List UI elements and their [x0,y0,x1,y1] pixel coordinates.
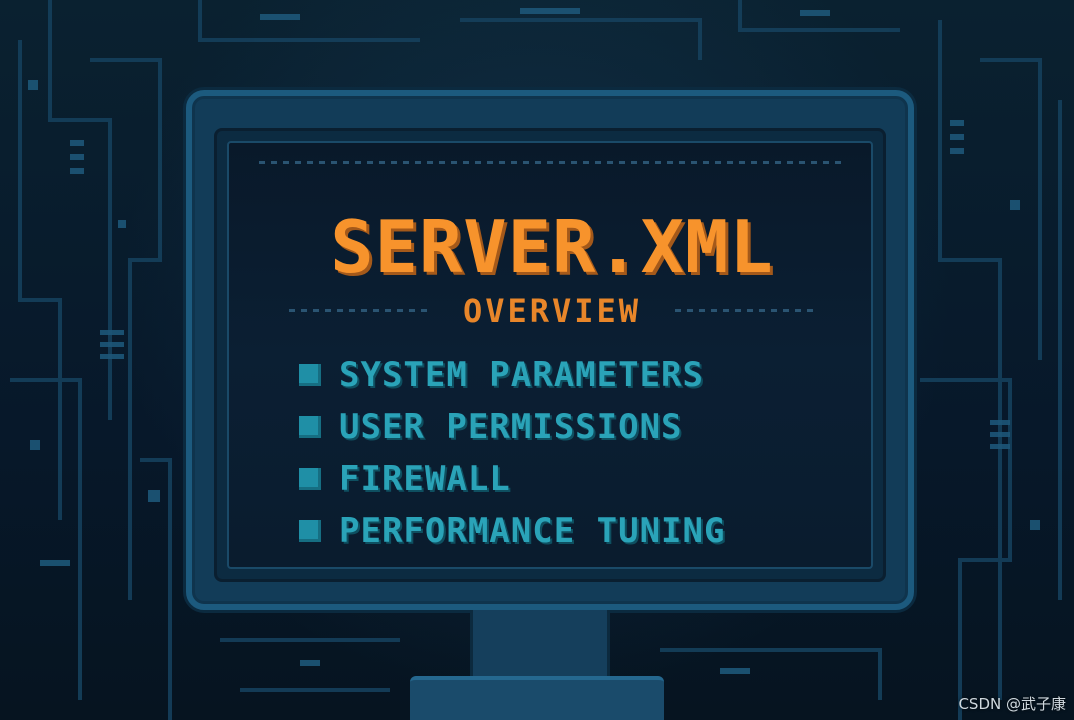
list-item: FIREWALL [299,453,725,505]
bullet-square-icon [299,364,321,386]
page-title: SERVER.XML [330,205,774,289]
monitor-bezel: SERVER.XML OVERVIEW SYSTEM PARAMETERS US… [214,128,886,582]
list-item-label: USER PERMISSIONS [339,407,683,447]
monitor-stand [470,610,610,680]
bullet-square-icon [299,468,321,490]
divider-top [259,161,845,164]
divider-title-right [675,309,815,312]
bullet-square-icon [299,416,321,438]
topic-list: SYSTEM PARAMETERS USER PERMISSIONS FIREW… [299,349,725,557]
list-item-label: SYSTEM PARAMETERS [339,355,704,395]
bullet-square-icon [299,520,321,542]
list-item-label: PERFORMANCE TUNING [339,511,726,551]
monitor-screen: SERVER.XML OVERVIEW SYSTEM PARAMETERS US… [227,141,873,569]
monitor-base [410,676,664,720]
watermark: CSDN @武子康 [958,695,1066,713]
list-item-label: FIREWALL [339,459,511,499]
divider-title-left [289,309,429,312]
page-subtitle: OVERVIEW [462,292,642,330]
monitor: SERVER.XML OVERVIEW SYSTEM PARAMETERS US… [186,90,914,610]
list-item: PERFORMANCE TUNING [299,505,725,557]
list-item: USER PERMISSIONS [299,401,725,453]
list-item: SYSTEM PARAMETERS [299,349,725,401]
